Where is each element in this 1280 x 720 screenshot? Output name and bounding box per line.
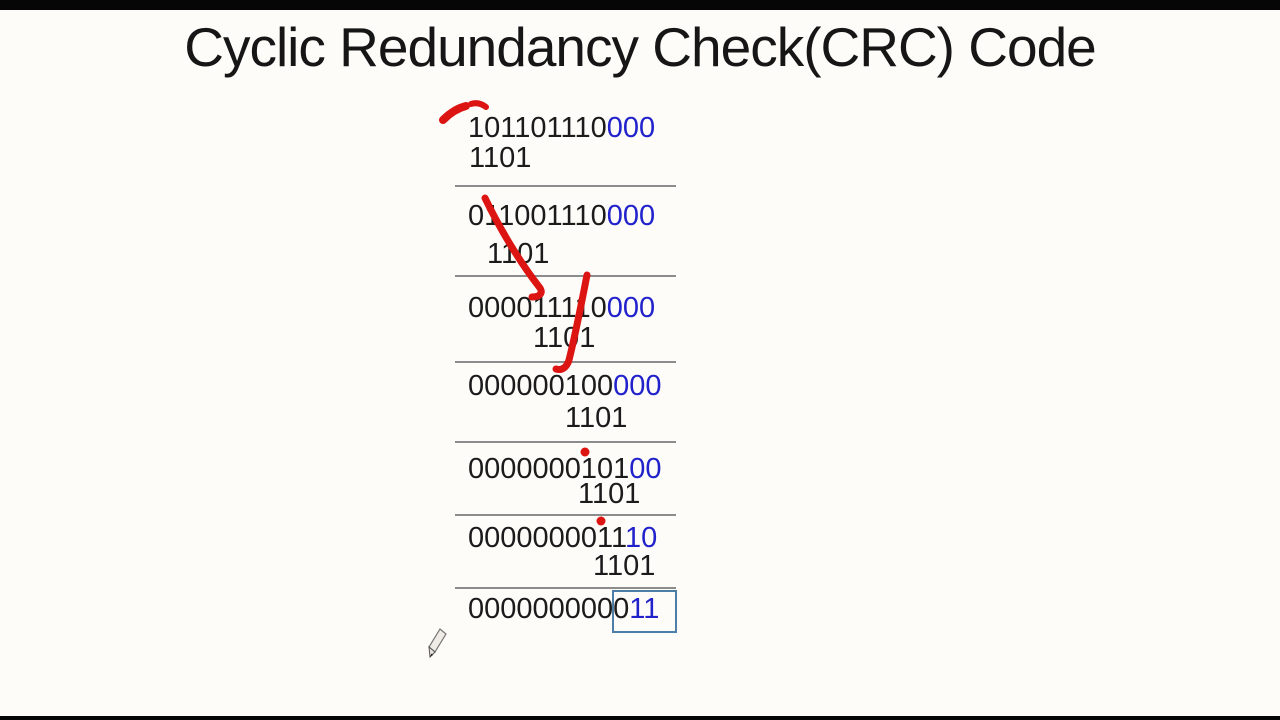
- separator-line: [455, 185, 676, 187]
- separator-line: [455, 275, 676, 277]
- dividend-row: 000000001110: [468, 523, 657, 553]
- divisor-row: 1101: [533, 322, 596, 354]
- dividend-row: 000000100000: [468, 371, 662, 401]
- dividend-bits: 000011110: [468, 292, 607, 324]
- remainder-row: 000000000011: [468, 594, 659, 624]
- appended-bits: 10: [624, 522, 658, 554]
- dividend-row: 000011110000: [468, 293, 655, 323]
- dividend-bits: 011001110: [468, 200, 607, 232]
- dividend-bits: 0000000000: [468, 593, 630, 625]
- appended-bits: 000: [613, 370, 662, 402]
- separator-line: [455, 514, 676, 516]
- divisor-row: 1101: [487, 238, 550, 270]
- red-check-mark-icon: [439, 102, 470, 124]
- separator-line: [455, 361, 676, 363]
- dividend-row: 000000010100: [468, 454, 662, 484]
- page-title: Cyclic Redundancy Check(CRC) Code: [184, 16, 1097, 78]
- dividend-bits: 000000100: [468, 370, 614, 402]
- divisor-row: 1101: [578, 478, 641, 510]
- dividend-bits: 101101110: [468, 112, 607, 144]
- appended-bits: 000: [606, 292, 656, 324]
- appended-bits: 000: [606, 200, 656, 232]
- separator-line: [455, 587, 676, 589]
- appended-bits: 000: [606, 112, 656, 144]
- pencil-cursor-icon: [428, 628, 447, 659]
- divisor-row: 1101: [469, 142, 532, 174]
- separator-line: [455, 441, 676, 443]
- red-check-mark-icon: [468, 100, 489, 110]
- remainder-box: [612, 590, 677, 633]
- letterbox-top: [0, 0, 1280, 10]
- appended-bits: 00: [629, 453, 662, 485]
- divisor-row: 1101: [565, 402, 628, 434]
- letterbox-bottom: [0, 716, 1280, 720]
- dividend-row: 101101110000: [468, 113, 655, 143]
- dividend-bits: 0000000101: [468, 453, 630, 485]
- appended-bits: 11: [629, 593, 660, 625]
- divisor-row: 1101: [593, 550, 656, 582]
- dividend-bits: 0000000011: [468, 522, 625, 554]
- dividend-row: 011001110000: [468, 201, 655, 231]
